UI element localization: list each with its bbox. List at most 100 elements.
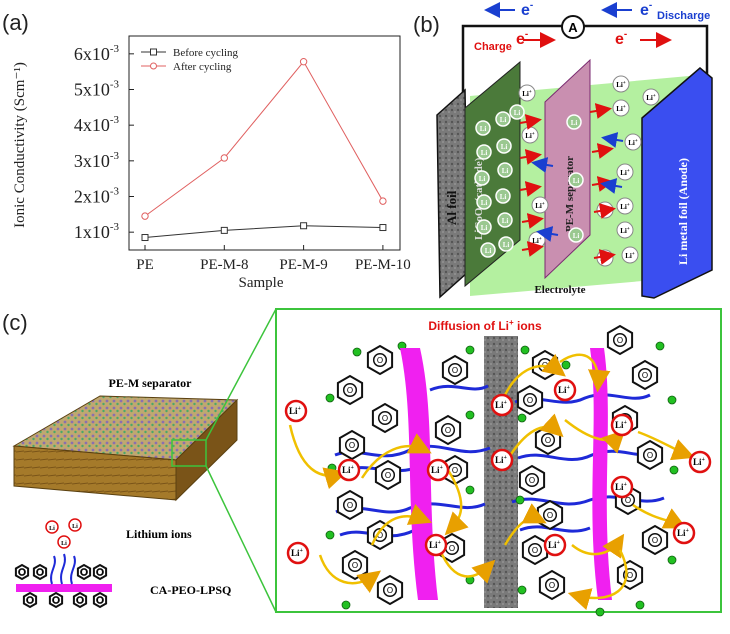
li-ion-site-label: Li [573, 232, 580, 240]
benzene-ring [336, 489, 364, 521]
li-ion [531, 196, 549, 214]
discharge-ion-arrow [536, 226, 559, 242]
li-ion-site-label: Li [502, 217, 509, 225]
li-ion-label: Li+ [522, 90, 532, 98]
ammeter [561, 15, 585, 39]
ring-center [440, 422, 456, 438]
li-ion-site [475, 120, 491, 136]
diffusion-arrow [559, 353, 611, 393]
li-ion-site [480, 242, 496, 258]
separator [544, 58, 591, 280]
x-tick-label: PE-M-8 [200, 257, 248, 273]
x-tick-label: PE-M-9 [279, 257, 327, 273]
ring-center [342, 382, 358, 398]
li-ion-label: Li+ [615, 420, 628, 430]
li-ion-label: Li+ [620, 203, 630, 211]
svg-text:Li: Li [49, 526, 55, 532]
ring-letter: O [529, 476, 535, 485]
benzene-ring [441, 354, 469, 386]
y-tick-label: 3x10-3 [74, 150, 120, 171]
separator-label: PE-M separator [564, 156, 576, 232]
benzene-ring [636, 439, 664, 471]
li-ion-site-label: Li [500, 116, 507, 124]
ring-center [647, 532, 663, 548]
ring-letter: O [627, 571, 633, 580]
li-ion [426, 458, 450, 482]
diffusion-arrow [503, 503, 547, 546]
green-node [635, 600, 645, 610]
green-node [325, 530, 335, 540]
ring-letter: O [452, 366, 458, 375]
li-ion [337, 458, 361, 482]
li-ion-label: Li+ [548, 540, 561, 550]
ring-center [36, 568, 44, 576]
li-ion [616, 197, 634, 215]
series-layer [141, 57, 387, 242]
discharge-ion-arrow [531, 157, 554, 173]
green-node [325, 393, 335, 403]
ring-letter: O [352, 561, 358, 570]
diffusion-arrow [564, 419, 626, 454]
x-axis-label: Sample [239, 275, 284, 291]
li-ion-site [497, 162, 513, 178]
ring-letter: O [532, 546, 538, 555]
green-node [667, 395, 677, 405]
li-ion [621, 246, 639, 264]
li-ion [424, 533, 448, 557]
li-ion [688, 450, 712, 474]
charge-ion-arrow [519, 149, 542, 165]
ring-letter: O [27, 596, 33, 605]
benzene-rings: OOOOOOOOOOOOOOOOOOOOOOOOOOO [325, 324, 679, 617]
ammeter-label: A [568, 20, 578, 35]
ring-center [76, 596, 84, 604]
ring-letter: O [549, 581, 555, 590]
ring-letter: O [377, 531, 383, 540]
peo-chain [519, 525, 591, 533]
diffusion-arrow [360, 433, 432, 479]
ring-letter: O [19, 568, 25, 577]
ring-letter: O [652, 536, 658, 545]
diffusion-title: Diffusion of Li+ ions [428, 318, 542, 333]
ring-letter: O [449, 544, 455, 553]
charge-ion-arrow [593, 203, 616, 219]
li-ion-site [495, 111, 511, 127]
li-ions: Li+Li+Li+Li+Li+Li+Li+Li+Li+Li+Li+Li+Li+ [284, 378, 712, 565]
li-ion [518, 84, 536, 102]
discharge-label: Discharge [657, 10, 710, 22]
li-ion [284, 399, 308, 423]
li-ion-label: Li+ [616, 105, 626, 113]
ring-center [26, 596, 34, 604]
ring-letter: O [625, 496, 631, 505]
peo-chain [511, 495, 665, 506]
diffusion-arrow [632, 503, 687, 529]
li-ion-site [495, 188, 511, 204]
li-ion-label: Li+ [693, 457, 706, 467]
li-ion-label: Li+ [616, 81, 626, 89]
x-tick-label: PE-M-10 [355, 257, 411, 273]
ring-letter: O [377, 356, 383, 365]
ring-letter: O [647, 451, 653, 460]
polymer-label: CA-PEO-LPSQ [150, 583, 231, 597]
electron-right-label: e- [640, 0, 652, 19]
ring-center [380, 467, 396, 483]
diffusion-arrow [438, 549, 496, 584]
green-node [520, 345, 530, 355]
ring-center [622, 567, 638, 583]
li-ion-site-label: Li [502, 167, 509, 175]
benzene-ring [32, 563, 48, 581]
charge-ion-arrow [519, 181, 542, 197]
li-ion-label: Li+ [289, 406, 302, 416]
ring-letter: O [547, 511, 553, 520]
ring-letter: O [349, 441, 355, 450]
li-ion-label: Li+ [535, 202, 545, 210]
li-ion [490, 448, 514, 472]
ring-center [342, 497, 358, 513]
zoom-line-bottom [205, 465, 277, 613]
ring-center [522, 392, 538, 408]
benzene-ring [48, 591, 64, 609]
peo-chain [429, 384, 489, 392]
benzene-ring [371, 402, 399, 434]
ring-center [382, 582, 398, 598]
diffusion-arrow [571, 533, 625, 559]
